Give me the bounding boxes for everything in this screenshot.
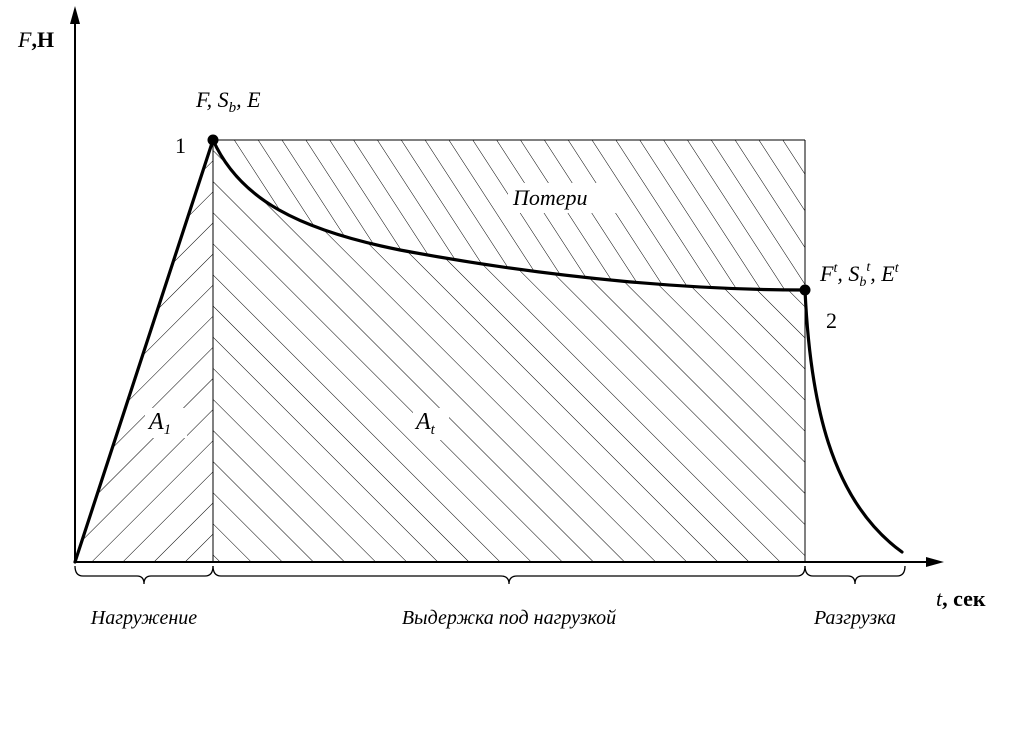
loading-line xyxy=(73,138,215,564)
point-1-marker xyxy=(207,134,219,146)
point-1-number: 1 xyxy=(175,133,186,158)
brace-unloading xyxy=(804,565,906,585)
a1-label-bg xyxy=(145,408,187,438)
at-label-bg xyxy=(413,408,449,440)
y-axis-label: F,Н xyxy=(17,27,54,52)
region-at-hatch xyxy=(213,140,805,562)
point-2-number: 2 xyxy=(826,308,837,333)
brace-holding xyxy=(212,565,806,585)
losses-label-bg xyxy=(508,183,618,213)
x-axis-label: t, сек xyxy=(936,586,986,611)
holding-curve xyxy=(211,138,807,292)
x-axis-arrow-icon xyxy=(926,557,944,567)
at-label: At xyxy=(414,409,436,438)
phase-unloading-label: Разгрузка xyxy=(813,607,896,629)
phase-loading-label: Нагружение xyxy=(90,607,198,629)
region-losses-hatch xyxy=(213,140,805,290)
unloading-curve xyxy=(803,288,904,554)
point-1-label: F, Sb, E xyxy=(195,87,261,116)
point-2-marker xyxy=(799,284,811,296)
a1-label: A1 xyxy=(147,409,171,438)
brace-loading xyxy=(74,565,214,585)
point-2-label: Ft, Sbt, Et xyxy=(819,260,900,290)
phase-holding-label: Выдержка под нагрузкой xyxy=(402,607,616,629)
losses-label: Потери xyxy=(512,185,588,210)
y-axis-arrow-icon xyxy=(70,6,80,24)
